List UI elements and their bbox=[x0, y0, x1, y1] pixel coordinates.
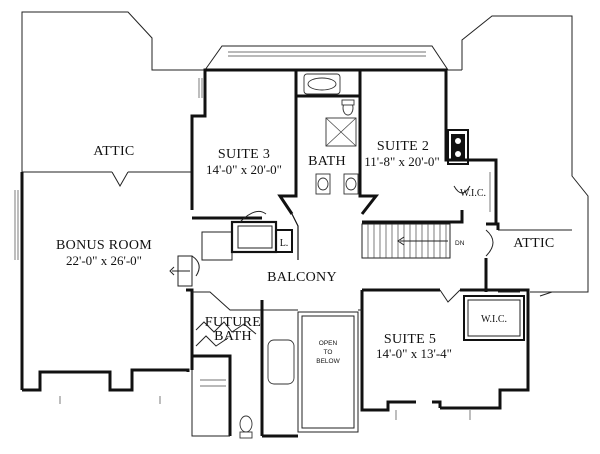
attic-left-label: ATTIC bbox=[93, 144, 134, 159]
future-bath-label-line2: BATH bbox=[214, 329, 252, 344]
attic-right-label: ATTIC bbox=[513, 236, 554, 251]
balcony-outline bbox=[192, 213, 362, 311]
suite3-walls bbox=[190, 68, 298, 220]
open-to-below-line2: TO bbox=[324, 349, 333, 356]
suite3-closets bbox=[201, 210, 293, 261]
bonus-room-name: BONUS ROOM bbox=[56, 238, 152, 253]
linen-label: L. bbox=[280, 238, 289, 249]
stair bbox=[361, 223, 451, 259]
bonus-room-walls bbox=[14, 172, 194, 404]
future-bath-label-line1: FUTURE bbox=[205, 315, 261, 330]
suite5-name: SUITE 5 bbox=[384, 332, 436, 347]
suite3-name: SUITE 3 bbox=[218, 147, 270, 162]
open-to-below bbox=[297, 311, 359, 433]
attic-left-outline bbox=[21, 11, 205, 188]
suite2-dimensions: 11'-8" x 20'-0" bbox=[364, 154, 439, 169]
open-to-below-line3: BELOW bbox=[316, 358, 340, 365]
down-label: DN bbox=[455, 240, 465, 247]
bath-fixtures bbox=[303, 73, 359, 195]
top-roof-outline bbox=[204, 45, 462, 71]
bath-label: BATH bbox=[308, 154, 346, 169]
bath-walls bbox=[296, 68, 380, 215]
bonus-room-dimensions: 22'-0" x 26'-0" bbox=[66, 253, 142, 268]
suite5-dimensions: 14'-0" x 13'-4" bbox=[376, 346, 452, 361]
suite3-dimensions: 14'-0" x 20'-0" bbox=[206, 162, 282, 177]
suite2-name: SUITE 2 bbox=[377, 139, 429, 154]
future-bath-walls bbox=[190, 300, 298, 439]
balcony-label: BALCONY bbox=[267, 270, 337, 285]
wic-upper-label: W.I.C. bbox=[460, 188, 486, 199]
attic-right-outline bbox=[461, 15, 589, 297]
suite2-walls bbox=[360, 68, 498, 224]
suite5-walls bbox=[360, 288, 530, 420]
bonus-door bbox=[169, 255, 200, 287]
open-to-below-line1: OPEN bbox=[319, 340, 338, 347]
wic-lower-label: W.I.C. bbox=[481, 314, 507, 325]
right-attic-door bbox=[484, 222, 500, 292]
